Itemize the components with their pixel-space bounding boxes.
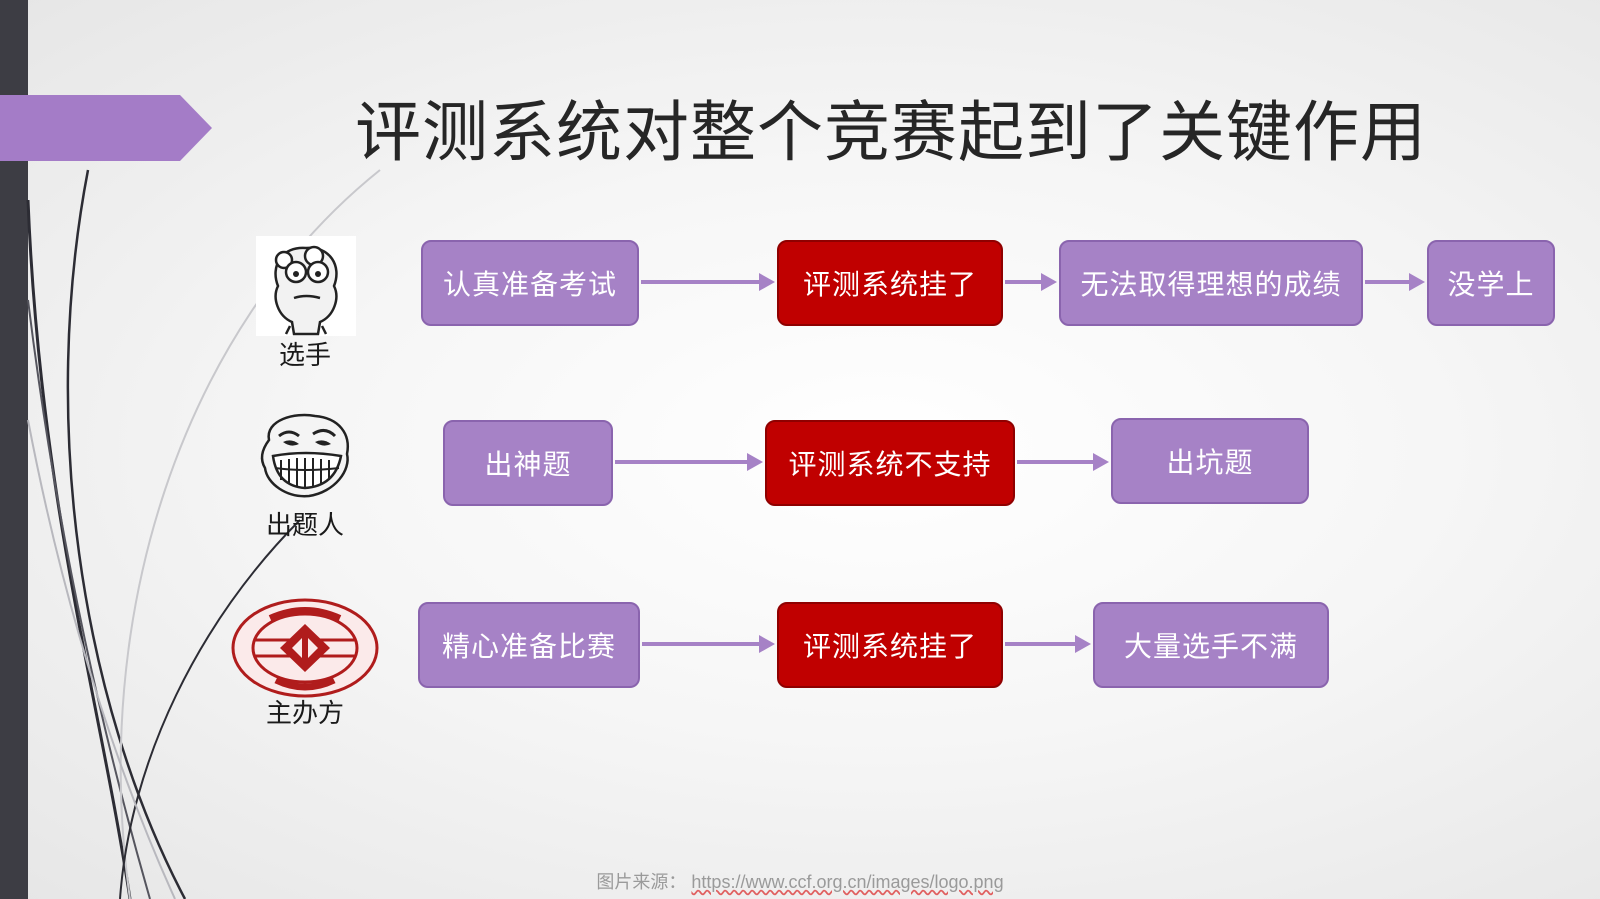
arrow	[1017, 452, 1109, 472]
flow-row-problem-setter: 出题人 出神题 评测系统不支持 出坑题	[0, 410, 1600, 560]
step-contestants-unhappy: 大量选手不满	[1093, 602, 1329, 688]
step-judge-down: 评测系统挂了	[777, 602, 1003, 688]
arrow	[1005, 634, 1091, 654]
arrow	[615, 452, 763, 472]
title-accent-tab	[0, 95, 212, 161]
role-label-problem-setter: 出题人	[265, 511, 344, 541]
image-source-caption: 图片来源： https://www.ccf.org.cn/images/logo…	[0, 868, 1600, 894]
arrow	[1005, 272, 1057, 292]
step-prepare-exam: 认真准备考试	[421, 240, 639, 326]
ccf-logo	[231, 598, 379, 698]
step-trap-problem: 出坑题	[1111, 418, 1309, 504]
flow-row-organizer: 主办方 精心准备比赛 评测系统挂了 大量选手不满	[0, 598, 1600, 748]
step-no-school: 没学上	[1427, 240, 1555, 326]
slide-title: 评测系统对整个竞赛起到了关键作用	[355, 94, 1427, 171]
source-label: 图片来源：	[596, 872, 687, 892]
troll-face-icon	[260, 413, 349, 498]
role-label-organizer: 主办方	[265, 699, 344, 729]
step-poor-result: 无法取得理想的成绩	[1059, 240, 1363, 326]
arrow	[1365, 272, 1425, 292]
step-prepare-contest: 精心准备比赛	[418, 602, 640, 688]
rage-face-icon	[256, 236, 356, 336]
step-hard-problem: 出神题	[443, 420, 613, 506]
role-label-contestant: 选手	[278, 341, 331, 371]
step-judge-unsupported: 评测系统不支持	[765, 420, 1015, 506]
step-judge-down: 评测系统挂了	[777, 240, 1003, 326]
arrow	[642, 634, 775, 654]
flow-row-contestant: 选手 认真准备考试 评测系统挂了 无法取得理想的成绩 没学上	[0, 232, 1600, 382]
arrow	[641, 272, 775, 292]
source-url: https://www.ccf.org.cn/images/logo.png	[691, 872, 1004, 892]
